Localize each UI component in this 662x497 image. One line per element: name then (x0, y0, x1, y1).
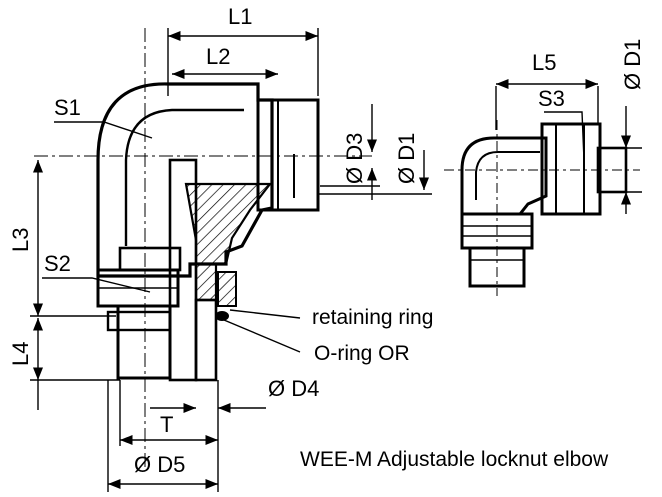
leader-lines (42, 111, 585, 353)
label-l5: L5 (532, 50, 556, 75)
small-dimension-lines (495, 78, 642, 214)
caption: WEE-M Adjustable locknut elbow (300, 448, 609, 471)
label-d4: Ø D4 (268, 376, 319, 401)
label-l2: L2 (206, 44, 230, 69)
small-elbow-fitting (444, 120, 640, 296)
label-retaining-ring: retaining ring (312, 306, 433, 329)
label-s3: S3 (538, 86, 565, 111)
label-l1: L1 (228, 4, 252, 29)
label-d1-small: Ø D1 (620, 39, 645, 90)
label-t: T (160, 412, 173, 437)
label-l4: L4 (8, 342, 33, 366)
label-o-ring: O-ring OR (314, 342, 410, 365)
label-s2: S2 (44, 251, 71, 276)
label-s1: S1 (54, 95, 81, 120)
label-l3: L3 (8, 228, 33, 252)
dimension-lines (30, 28, 432, 492)
label-d3: Ø D3 (342, 133, 367, 184)
label-d1-main: Ø D1 (394, 133, 419, 184)
main-elbow-fitting (34, 28, 372, 470)
label-d5: Ø D5 (134, 452, 185, 477)
